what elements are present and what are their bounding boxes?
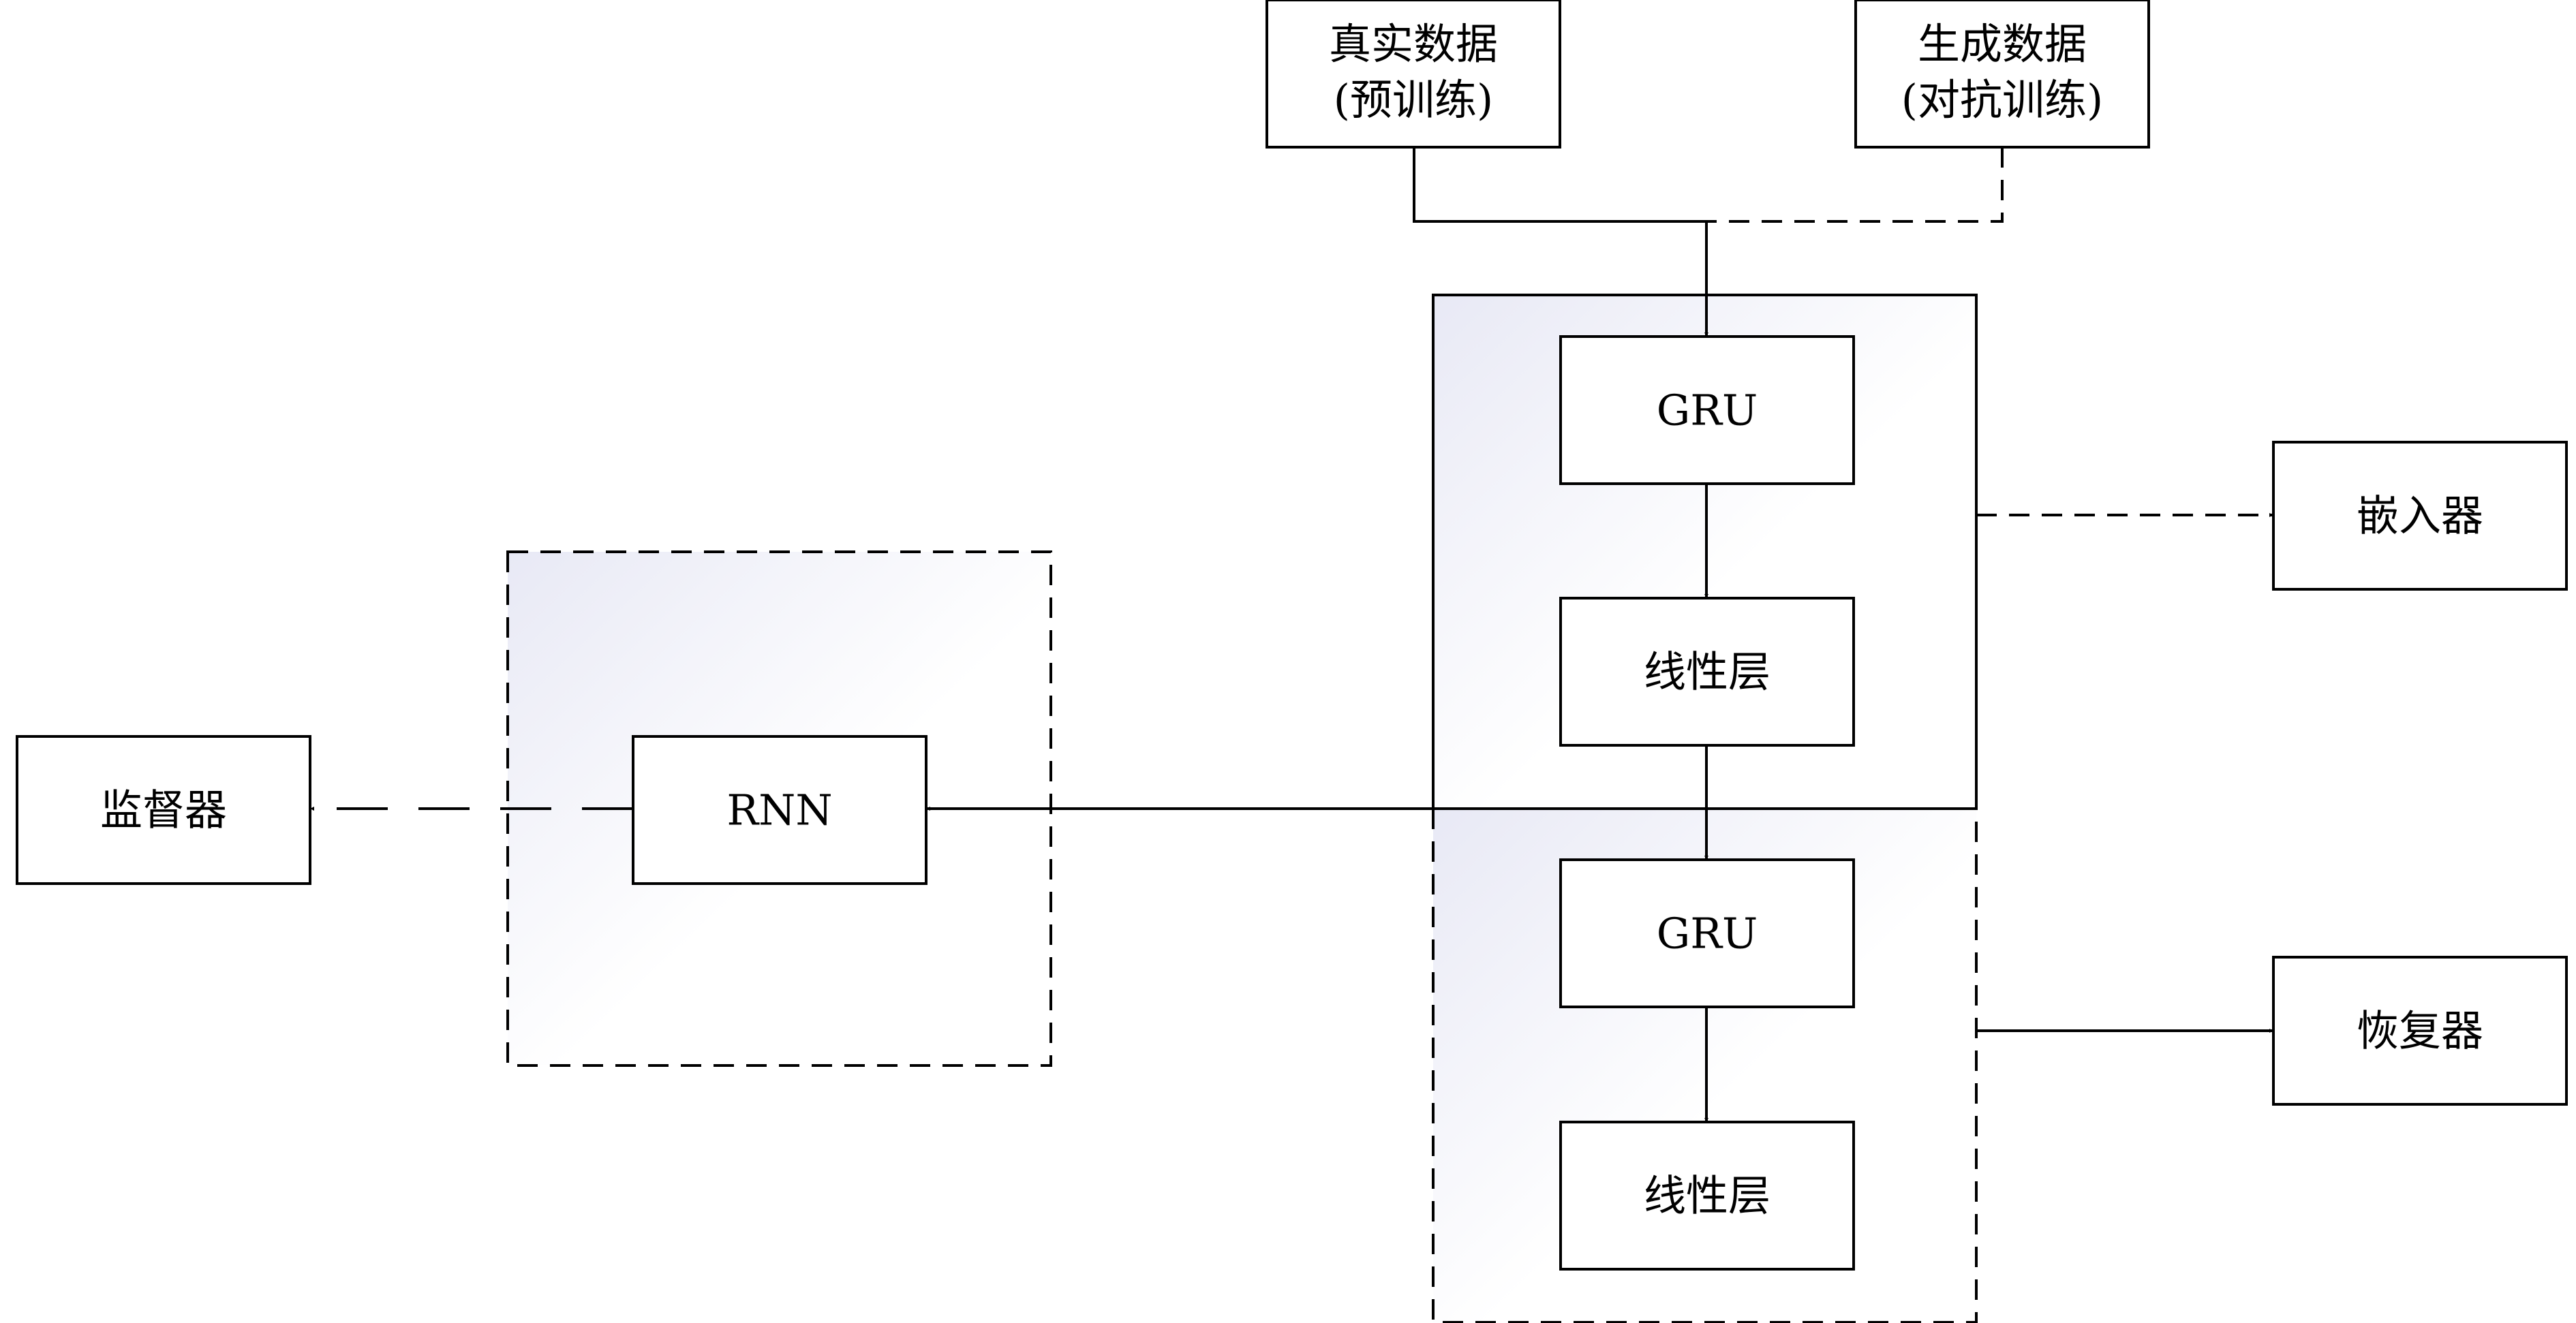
- real-data-connector: [1413, 147, 1706, 223]
- connectors: [310, 147, 2273, 1122]
- embedder-label: 嵌入器: [2357, 491, 2483, 541]
- real-data-label-line1: 真实数据: [1329, 19, 1498, 69]
- linear-bottom-node: 线性层: [1559, 1121, 1855, 1271]
- recovery-label: 恢复器: [2357, 1006, 2483, 1056]
- rnn-node: RNN: [632, 735, 927, 885]
- gru-bottom-label: GRU: [1657, 909, 1758, 959]
- gen-data-connector: [1706, 147, 2004, 223]
- embedder-node: 嵌入器: [2272, 441, 2568, 591]
- gru-top-node: GRU: [1559, 335, 1855, 485]
- generated-data-label-line2: (对抗训练): [1901, 75, 2103, 125]
- recovery-node: 恢复器: [2272, 956, 2568, 1106]
- generated-data-label-line1: 生成数据: [1918, 19, 2087, 69]
- supervisor-node: 监督器: [16, 735, 311, 885]
- linear-top-node: 线性层: [1559, 597, 1855, 747]
- real-data-node: 真实数据 (预训练): [1266, 0, 1561, 149]
- gru-top-label: GRU: [1657, 386, 1758, 435]
- linear-bottom-label: 线性层: [1644, 1171, 1770, 1221]
- supervisor-label: 监督器: [100, 785, 227, 835]
- generated-data-node: 生成数据 (对抗训练): [1854, 0, 2150, 149]
- rnn-label: RNN: [726, 785, 832, 835]
- gru-bottom-node: GRU: [1559, 858, 1855, 1008]
- real-data-label-line2: (预训练): [1334, 75, 1493, 125]
- linear-top-label: 线性层: [1644, 647, 1770, 697]
